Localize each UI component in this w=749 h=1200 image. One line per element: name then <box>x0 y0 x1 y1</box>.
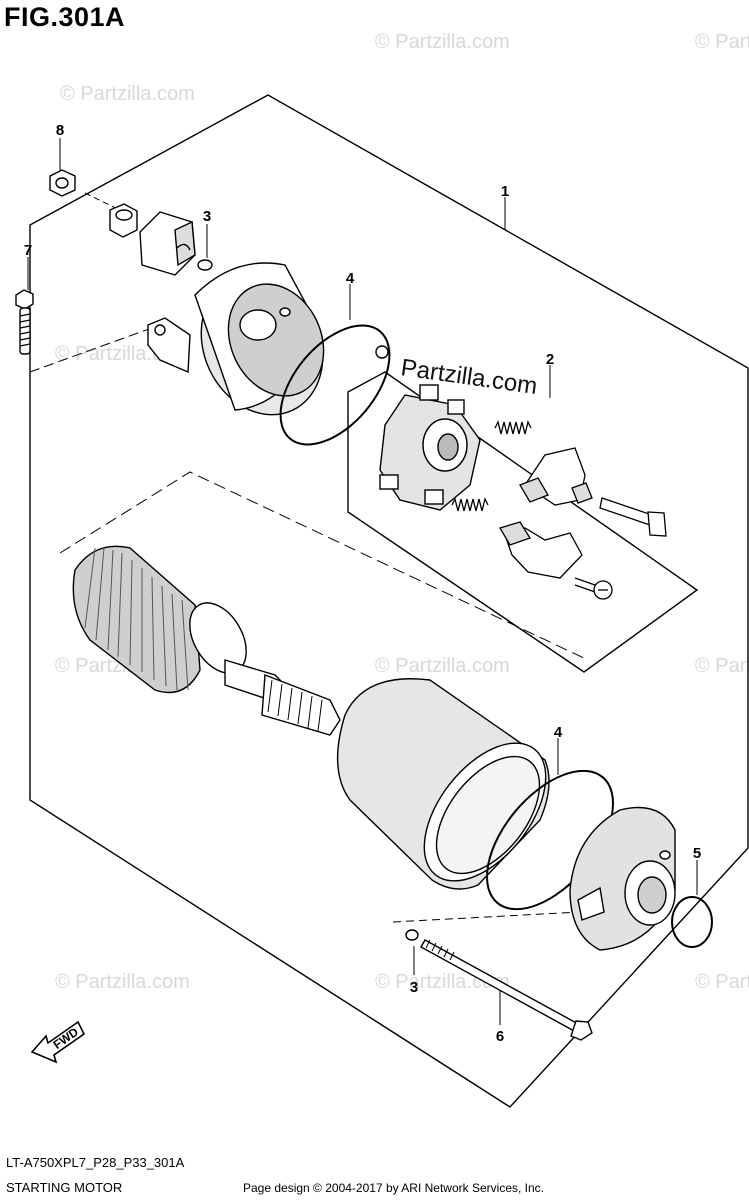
callout-label: 2 <box>546 351 554 368</box>
o-ring-small-part <box>197 259 213 271</box>
watermark-text: © Partzilla.com <box>695 31 749 53</box>
watermark-text: © Partzilla.com <box>695 971 749 993</box>
brush-screw-part <box>574 577 613 600</box>
brush-spring-part <box>451 420 532 512</box>
watermark-text: © Partzilla.com <box>60 83 195 105</box>
terminal-cap-part <box>139 211 196 276</box>
watermark-text: © Partzilla.com <box>55 971 190 993</box>
callout-label: 4 <box>554 724 563 741</box>
o-ring-small-lower-part <box>405 929 419 941</box>
callout-label: 8 <box>56 122 64 139</box>
callout-label: 4 <box>346 270 355 287</box>
callout-label: 7 <box>24 242 32 259</box>
o-ring-upper-part <box>375 345 389 359</box>
rear-housing-part <box>147 262 325 416</box>
leader-lines <box>27 138 698 1025</box>
page-credit: Page design © 2004-2017 by ARI Network S… <box>243 1181 545 1195</box>
o-ring-upper-part <box>279 324 391 446</box>
callout-label: 1 <box>501 183 509 200</box>
brush-set-outline <box>347 371 699 673</box>
through-bolt-part <box>420 939 593 1041</box>
callout-label: 5 <box>693 845 701 862</box>
brush-part <box>499 447 593 579</box>
callout-label: 3 <box>410 979 418 996</box>
assembly-outline <box>29 94 749 1108</box>
watermark-text: © Partzilla.com <box>375 31 510 53</box>
bolt-part <box>15 289 34 355</box>
diagram-code: LT-A750XPL7_P28_P33_301A <box>6 1155 185 1170</box>
brush-holder-part <box>379 384 481 511</box>
callout-label: 6 <box>496 1028 504 1045</box>
terminal-bolt-part <box>599 497 667 537</box>
callouts: 1 2 3 3 4 4 5 6 7 8 <box>24 122 701 1045</box>
nut-part <box>49 169 138 238</box>
diagram-name: STARTING MOTOR <box>6 1180 123 1195</box>
armature-part <box>72 545 341 736</box>
callout-label: 3 <box>203 208 211 225</box>
front-cover-part <box>569 806 676 951</box>
figure-title: FIG.301A <box>4 2 126 32</box>
watermark-text: © Partzilla.com <box>375 655 510 677</box>
o-ring-part-5 <box>671 896 713 948</box>
yoke-part <box>336 678 550 890</box>
watermark-text: © Partzilla.com <box>695 655 749 677</box>
fwd-arrow-icon: FWD <box>30 1020 86 1064</box>
